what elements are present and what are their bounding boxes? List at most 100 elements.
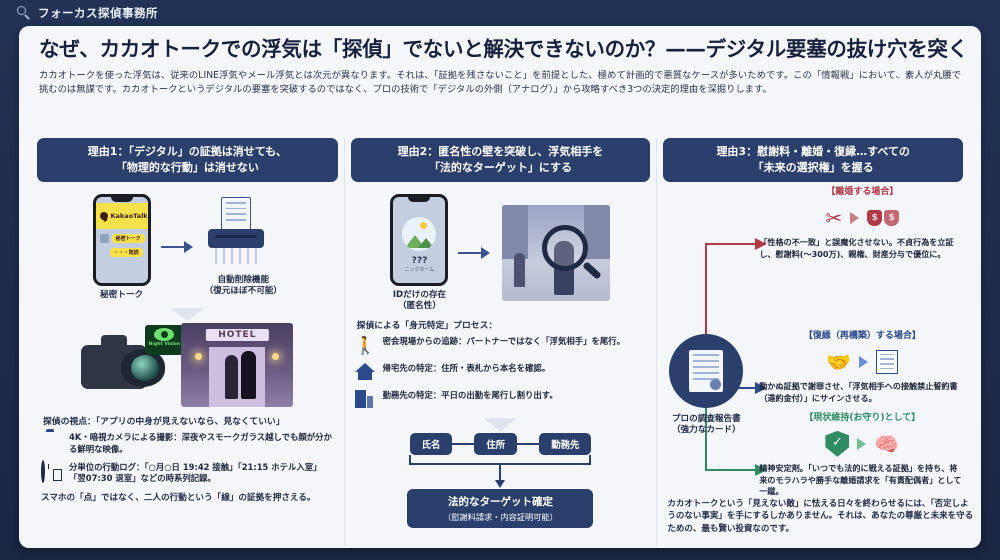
profile-image-placeholder [402,216,437,251]
columns-container: 理由1：「デジタル」の証拠は消せても、 「物理的な行動」は消せない KakaoT… [19,138,981,546]
branch-reconciliation: 【復縁（再構築）する場合】 🤝 動かぬ証拠で謝罪させ、「浮気相手への接触禁止誓約… [759,328,965,404]
arrow-right-icon [458,245,492,261]
list-item: 帰宅先の特定：住所・表札から本名を確認。 [354,363,647,384]
bullet-text: 帰宅先の特定：住所・表札から本名を確認。 [382,363,551,374]
result-subtitle: （慰謝料請求・内容証明可能） [443,512,558,523]
identity-flow: 氏名 住所 勤務先 [355,433,647,456]
building-icon [354,390,376,411]
night-vision-label: Night Vision [148,342,181,348]
money-bag-icon [884,209,900,226]
legal-target-result: 法的なターゲット確定 （慰謝料請求・内容証明可能） [407,489,594,529]
column-reason-1: 理由1：「デジタル」の証拠は消せても、 「物理的な行動」は消せない KakaoT… [31,138,344,546]
money-bag-icon [867,209,883,226]
branch-description: 「性格の不一致」と誤魔化させない。不貞行為を立証し、慰謝料(〜300万)、親権、… [759,236,954,259]
branch-title: 【現状維持(お守り)として】 [804,412,921,423]
bullet-text: 勤務先の特定：平日の出勤を尾行し割り出す。 [382,390,558,401]
brand-bar: フォーカス探偵事務所 [0,0,1000,26]
flow-box-workplace: 勤務先 [539,433,592,456]
hotel-sign-label: HOTEL [206,329,269,342]
night-vision-badge: Night Vision [145,325,184,356]
branch-icons: ✂ [759,199,965,237]
flow-box-name: 氏名 [409,433,453,456]
c1-surveillance-row: Night Vision HOTEL [41,323,334,408]
flow-box-address: 住所 [474,433,518,456]
branch-divorce: 【離婚する場合】 ✂ 「性格の不一致」と誤魔化させない。不貞行為を立証し、慰謝料… [759,184,965,260]
unknown-id-label: ??? [411,255,428,266]
kakao-app-name: KakaoTalk [110,211,148,220]
bullet-text: 分単位の行動ログ：「○月○日 19:42 接触」「21:15 ホテル入室」「翌0… [69,461,322,484]
column-2-body: ??? ニックネーム IDだけの存在 （匿名性） [351,182,651,529]
avatar [99,233,109,243]
column-3-footnote: カカオトークという「見えない敵」に怯える日々を終わらせるには、「否定しようのない… [667,498,974,535]
read-receipt-label: ・・・既読 [109,247,143,257]
shredder-icon [205,197,267,271]
list-item: 🚶 密会現場からの追跡：パートナーではなく「浮気相手」を尾行。 [355,336,647,357]
list-item: 4K・暗視カメラによる撮影：深夜やスモークガラス越しでも顔が分かる鮮明な映像。 [41,432,334,456]
investigation-report-hub [669,333,744,408]
column-reason-3: 理由3：慰謝料・離婚・復縁…すべての 「未来の選択権」を握る [656,138,973,546]
contract-signature-icon [876,349,899,374]
list-item: 分単位の行動ログ：「○月○日 19:42 接触」「21:15 ホテル入室」「翌0… [41,459,334,486]
result-title: 法的なターゲット確定 [447,496,553,509]
column-1-footnote: スマホの「点」ではなく、二人の行動という「線」の証拠を押さえる。 [41,493,316,504]
broken-chain-icon: ✂ [825,205,843,230]
secret-chat-label: 秘密トーク [111,233,145,243]
branch-icons: 🤝 [759,343,965,381]
column-1-bullets: 4K・暗視カメラによる撮影：深夜やスモークガラス越しでも顔が分かる鮮明な映像。 … [41,432,334,485]
kakaotalk-phone-mockup: KakaoTalk 秘密トーク ・・・既読 [92,193,151,286]
arrow-right-icon [160,239,195,255]
detective-viewpoint: 探偵の視点：「アプリの中身が見えないなら、見なくていい」 [43,417,285,428]
arrow-right-icon [850,211,860,224]
page-title: なぜ、カカオトークでの浮気は「探偵」でないと解決できないのか？——デジタル要塞の… [39,37,968,61]
column-1-body: KakaoTalk 秘密トーク ・・・既読 秘密トーク [37,182,338,505]
c2-art-row: ??? ニックネーム IDだけの存在 （匿名性） [355,193,647,312]
anonymous-profile-phone: ??? ニックネーム [390,193,449,286]
branch-icons: 🧠 [759,425,965,463]
brand-name: フォーカス探偵事務所 [38,6,158,20]
home-icon [354,363,376,384]
hub-caption: プロの調査報告書 （強力なカード） [671,413,741,436]
column-2-heading: 理由2：匿名性の壁を突破し、浮気相手を 「法的なターゲット」にする [350,138,651,182]
shredder-caption: 自動削除機能 （復元ほぼ不可能） [204,275,282,297]
walking-person-icon: 🚶 [354,336,376,357]
branch-status-quo: 【現状維持(お守り)として】 🧠 精神安定剤。「いつでも法的に戦える証拠」を持ち… [759,410,965,498]
peace-of-mind-icon: 🧠 [874,431,900,456]
chevron-down-icon [483,418,518,432]
column-3-heading: 理由3：慰謝料・離婚・復縁…すべての 「未来の選択権」を握る [663,138,963,182]
column-3-body: プロの調査報告書 （強力なカード） 【離婚する場合】 ✂ 「性格の不 [663,182,973,534]
branch-description: 動かぬ証拠で謝罪させ、「浮気相手への接触禁止誓約書（違約金付）」にサインさせる。 [759,380,958,403]
handshake-icon: 🤝 [826,349,852,374]
hero-lead: カカオトークを使った浮気は、従来のLINE浮気やメール浮気とは次元が異なります。… [39,69,961,95]
list-item: 勤務先の特定：平日の出勤を尾行し割り出す。 [354,390,647,411]
branch-title: 【復縁（再構築）する場合】 [803,330,921,341]
phone-caption: 秘密トーク [100,289,144,300]
bullet-text: 密会現場からの追跡：パートナーではなく「浮気相手」を尾行。 [382,336,626,347]
hero-section: なぜ、カカオトークでの浮気は「探偵」でないと解決できないのか？——デジタル要塞の… [19,26,981,103]
flow-bracket [409,455,592,466]
column-2-bullets: 🚶 密会現場からの追跡：パートナーではなく「浮気相手」を尾行。 帰宅先の特定：住… [354,336,647,411]
nickname-label: ニックネーム [404,266,435,273]
flow-stem-arrow [495,465,506,489]
chevron-down-icon [170,308,205,322]
arrow-right-icon [859,355,869,368]
branch-title: 【離婚する場合】 [826,186,899,197]
seal-icon [710,378,722,390]
arrow-right-icon [857,437,867,450]
phone-caption: IDだけの存在 （匿名性） [392,289,447,312]
hotel-photo: HOTEL [181,323,294,408]
identification-process-lead: 探偵による「身元特定」プロセス： [356,321,498,332]
kakao-bubble-icon [99,211,108,222]
c1-art-row: KakaoTalk 秘密トーク ・・・既読 秘密トーク [41,193,334,301]
camera-illustration: Night Vision [81,325,184,401]
magnifier-icon [16,5,32,21]
shield-check-icon [825,430,850,457]
clock-log-icon [41,459,62,483]
main-card: なぜ、カカオトークでの浮気は「探偵」でないと解決できないのか？——デジタル要塞の… [19,26,981,548]
column-1-heading: 理由1：「デジタル」の証拠は消せても、 「物理的な行動」は消せない [37,138,338,182]
camera-icon [41,432,62,453]
branch-description: 精神安定剤。「いつでも法的に戦える証拠」を持ち、将来のモラハラや勝手な離婚請求を… [759,462,962,497]
column-reason-2: 理由2：匿名性の壁を突破し、浮気相手を 「法的なターゲット」にする ??? ニッ… [343,138,657,546]
bullet-text: 4K・暗視カメラによる撮影：深夜やスモークガラス越しでも顔が分かる鮮明な映像。 [69,432,332,454]
report-document-icon [689,349,724,392]
